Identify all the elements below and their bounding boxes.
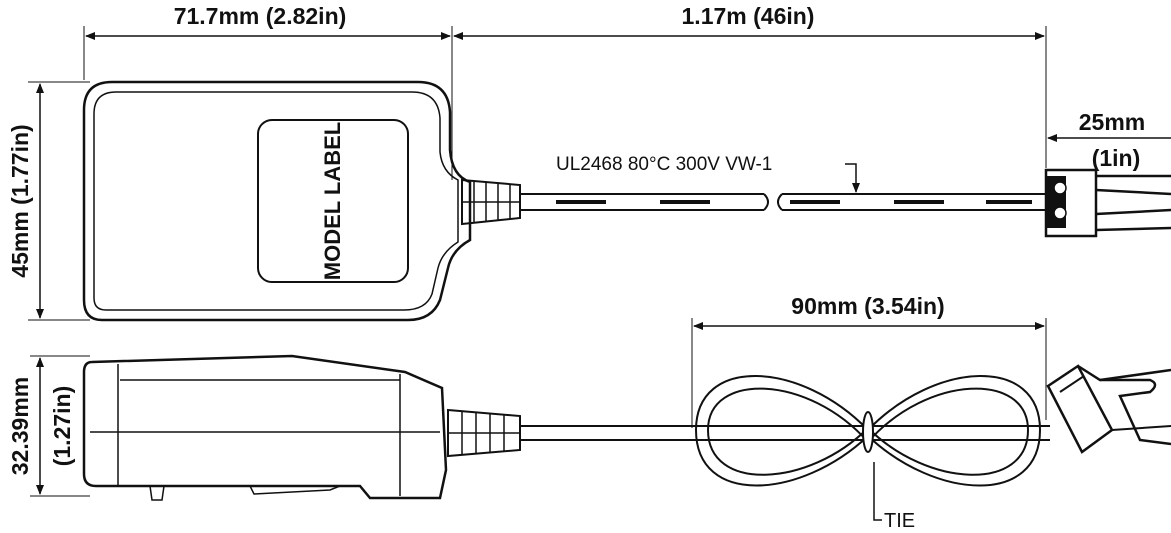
cable-length-dimension: 1.17m (46in) <box>682 3 815 29</box>
cable-top-right <box>777 193 1046 211</box>
coil-width-dimension: 90mm (3.54in) <box>791 293 944 319</box>
tie-label: TIE <box>884 510 915 532</box>
cable-top-left <box>520 193 769 211</box>
body-thickness-in: (1.27in) <box>49 386 75 467</box>
adapter-side-view <box>82 354 448 501</box>
cable-spec-leader <box>845 163 860 193</box>
connector-length-in: (1in) <box>1092 145 1141 171</box>
model-label-area <box>257 119 409 283</box>
cable-spec-label: UL2468 80°C 300V VW-1 <box>556 154 772 175</box>
body-thickness-mm: 32.39mm <box>7 377 33 475</box>
body-height-dimension: 45mm (1.77in) <box>7 124 33 277</box>
model-label-text: MODEL LABEL <box>320 122 345 280</box>
strain-relief-top <box>461 178 521 226</box>
terminal-connector-side <box>1046 364 1171 454</box>
tie <box>862 411 874 453</box>
strain-relief-side <box>447 408 521 458</box>
terminal-connector-top <box>1044 168 1171 238</box>
body-width-dimension: 71.7mm (2.82in) <box>174 3 347 29</box>
coiled-cable <box>520 375 1050 521</box>
connector-length-mm: 25mm <box>1079 109 1145 135</box>
adapter-top-view <box>82 80 472 322</box>
dimension-lines <box>28 26 1171 497</box>
